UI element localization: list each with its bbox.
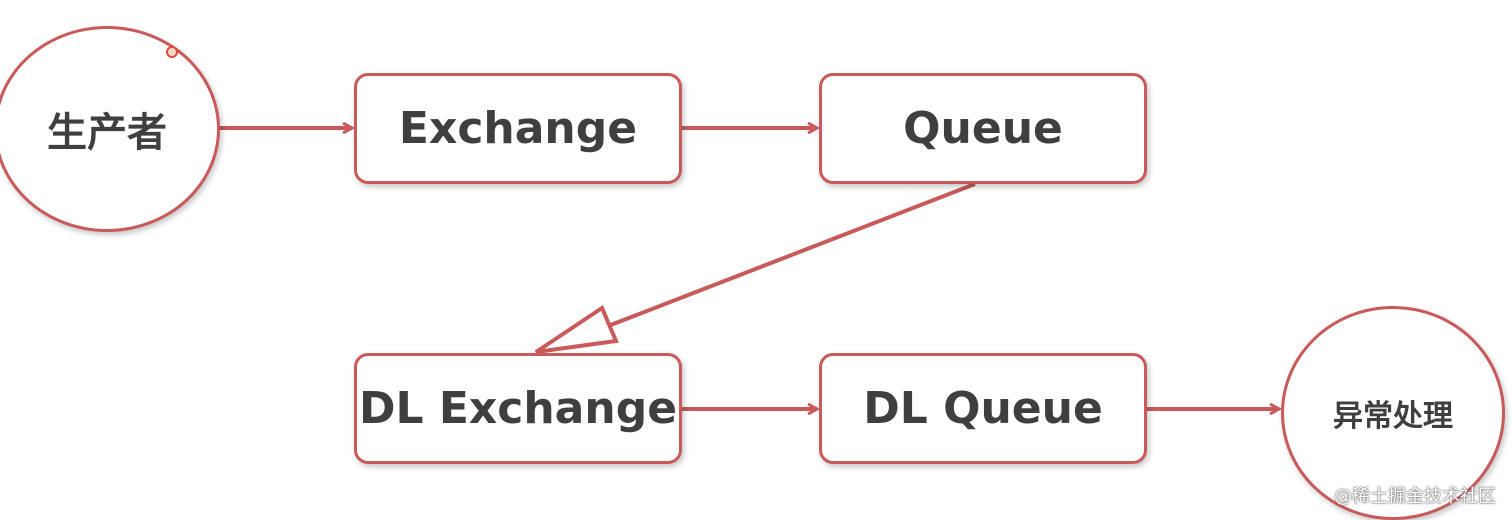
exchange-node: Exchange (354, 73, 682, 184)
dl-queue-node: DL Queue (819, 353, 1147, 464)
exception-handler-node: 异常处理 (1281, 306, 1505, 520)
queue-label: Queue (903, 103, 1063, 154)
dl-exchange-label: DL Exchange (358, 383, 678, 434)
dl-queue-label: DL Queue (863, 383, 1103, 434)
exchange-label: Exchange (398, 103, 638, 154)
arrowhead-dl-exchange (534, 304, 619, 354)
cursor-marker (166, 46, 178, 58)
exception-handler-label: 异常处理 (1333, 399, 1453, 434)
arrow-queue-to-dl-exchange (589, 182, 976, 335)
watermark: @稀土掘金技术社区 (1334, 486, 1496, 507)
dl-exchange-node: DL Exchange (354, 353, 682, 464)
queue-node: Queue (819, 73, 1147, 184)
producer-label: 生产者 (47, 110, 167, 156)
producer-node: 生产者 (0, 26, 220, 232)
